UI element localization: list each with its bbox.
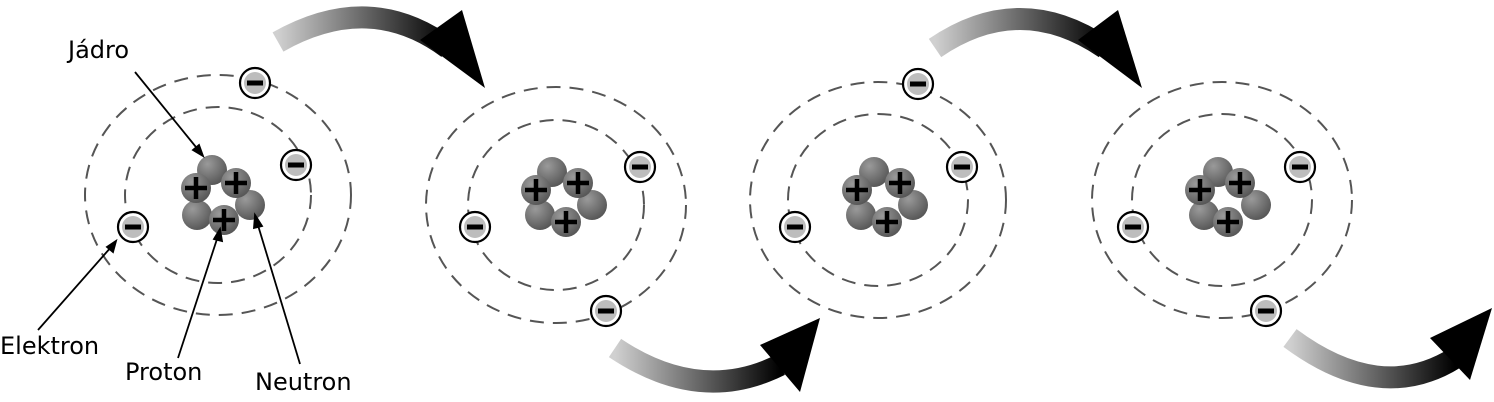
electron [945,150,979,184]
neutron [846,200,876,230]
electron [238,66,272,100]
electron [589,294,623,328]
electron [901,67,935,101]
electron [623,150,657,184]
nucleus [521,157,607,237]
neutron [182,200,212,230]
atom-3 [749,67,1007,319]
orbit-outer [749,81,1007,319]
callout-lines [37,71,301,365]
transfer-arrow-bottom-2 [1283,308,1492,389]
orbit-inner [124,106,312,284]
proton [521,175,551,205]
label-proton: Proton [125,358,202,386]
electron [279,148,313,182]
transfer-arrow-bottom-1 [608,318,820,393]
electron [116,210,150,244]
electron [1283,150,1317,184]
electron [778,210,812,244]
proton [221,168,251,198]
atom-1 [84,66,352,316]
electron [1116,210,1150,244]
nucleus [1185,157,1271,237]
neutron [525,200,555,230]
label-electron: Elektron [0,332,99,360]
label-nucleus: Jádro [66,36,129,64]
transfer-arrow-top-2 [928,8,1142,88]
proton [209,205,239,235]
orbit-inner [1131,113,1313,287]
electron [1249,294,1283,328]
orbit-outer [1091,81,1353,319]
atom-2 [425,86,687,328]
orbit-inner [787,113,969,287]
atom-4 [1091,81,1353,328]
orbit-outer [84,74,352,316]
proton [842,175,872,205]
orbit-outer [425,86,687,324]
nucleus [181,155,265,235]
transfer-arrow-top-1 [272,6,485,88]
proton [1185,175,1215,205]
proton [1225,168,1255,198]
electron [458,210,492,244]
proton [1213,207,1243,237]
proton [885,168,915,198]
proton [181,173,211,203]
label-neutron: Neutron [255,368,352,396]
nucleus [842,157,928,237]
proton [872,207,902,237]
orbit-inner [467,119,645,291]
proton [563,168,593,198]
proton [551,207,581,237]
